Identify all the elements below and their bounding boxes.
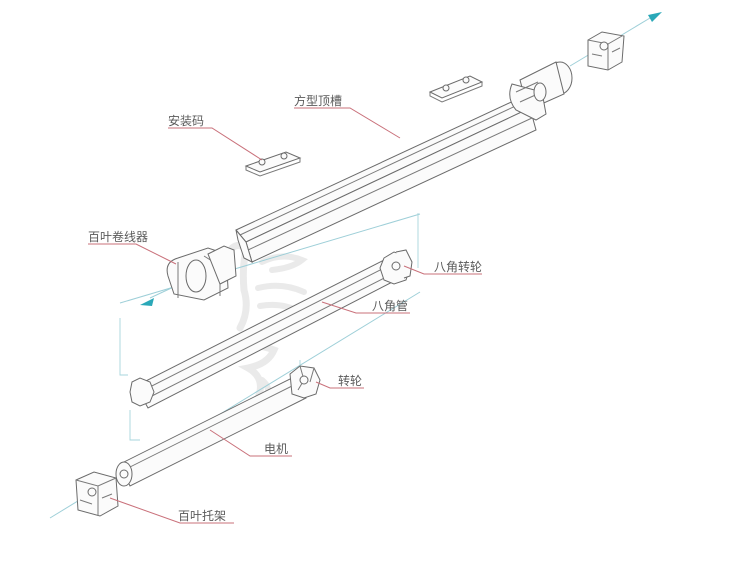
- drive-wheel: [289, 365, 321, 399]
- label-cord-winder: 百叶卷线器: [88, 229, 148, 244]
- leader-lines: [88, 107, 482, 524]
- arrow-icon: [648, 12, 662, 22]
- label-octagon-wheel: 八角转轮: [434, 259, 482, 274]
- rail-end-cap-right: [509, 61, 573, 121]
- square-top-rail: [235, 97, 537, 263]
- axis-arrow-icons: [140, 12, 662, 402]
- label-octagon-tube: 八角管: [372, 298, 408, 313]
- label-blind-bracket: 百叶托架: [178, 509, 226, 523]
- octagon-wheel: [379, 249, 413, 285]
- label-top-rail: 方型顶槽: [294, 93, 342, 108]
- part-labels: 安装码 方型顶槽 百叶卷线器 八角转轮 八角管 转轮 电机 百叶托架: [88, 93, 482, 523]
- motor: [115, 375, 307, 487]
- label-wheel: 转轮: [338, 373, 362, 388]
- arrow-icon: [140, 298, 154, 306]
- label-mount-clip: 安装码: [168, 113, 204, 128]
- mounting-clip-lower: [244, 151, 302, 177]
- end-bracket-right: [587, 31, 625, 71]
- blind-bracket: [75, 471, 119, 517]
- octagon-tube: [129, 255, 405, 409]
- cord-winder-left: [166, 245, 237, 301]
- label-motor: 电机: [264, 442, 288, 456]
- mounting-clip-upper: [428, 75, 484, 103]
